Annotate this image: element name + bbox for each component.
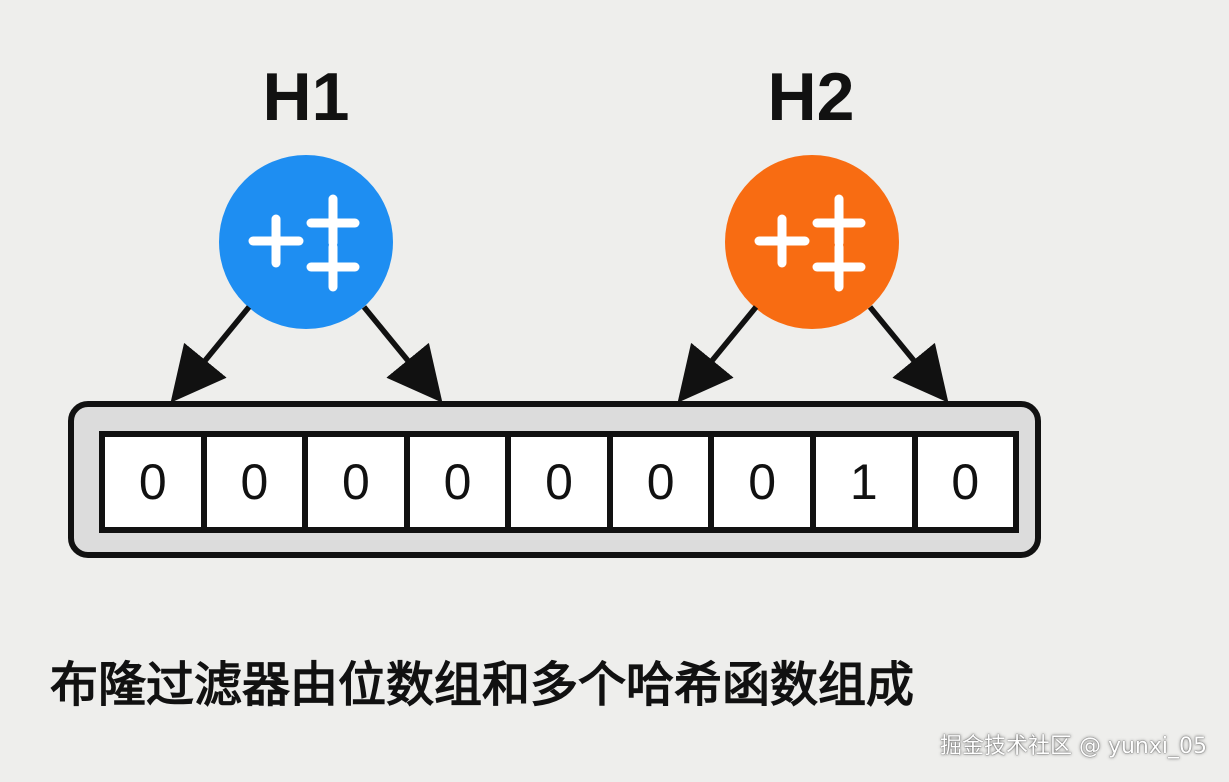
bit-cell: 0 (511, 437, 607, 527)
hash-function-node-h2 (725, 155, 899, 329)
plus-plus-icon (248, 194, 360, 292)
arrow-h1-left (170, 305, 252, 403)
arrow-h2-left (677, 305, 759, 403)
arrow-h2-right (867, 305, 949, 403)
hash-function-label-h1: H1 (262, 59, 350, 135)
bit-cell: 0 (714, 437, 810, 527)
caption: 布隆过滤器由位数组和多个哈希函数组成 (50, 657, 915, 713)
bit-cell: 0 (612, 437, 709, 527)
bit-cell: 1 (815, 437, 912, 527)
plus-plus-icon (754, 194, 866, 292)
bit-cell: 0 (206, 437, 303, 527)
hash-function-node-h1 (219, 155, 393, 329)
arrow-h1-right (361, 305, 443, 403)
bit-cell: 0 (917, 437, 1014, 527)
watermark: 掘金技术社区 @ yunxi_05 (939, 734, 1207, 759)
bit-cell: 0 (105, 437, 201, 527)
hash-function-label-h2: H2 (767, 59, 855, 135)
bit-cell: 0 (409, 437, 506, 527)
bit-cell: 0 (308, 437, 404, 527)
